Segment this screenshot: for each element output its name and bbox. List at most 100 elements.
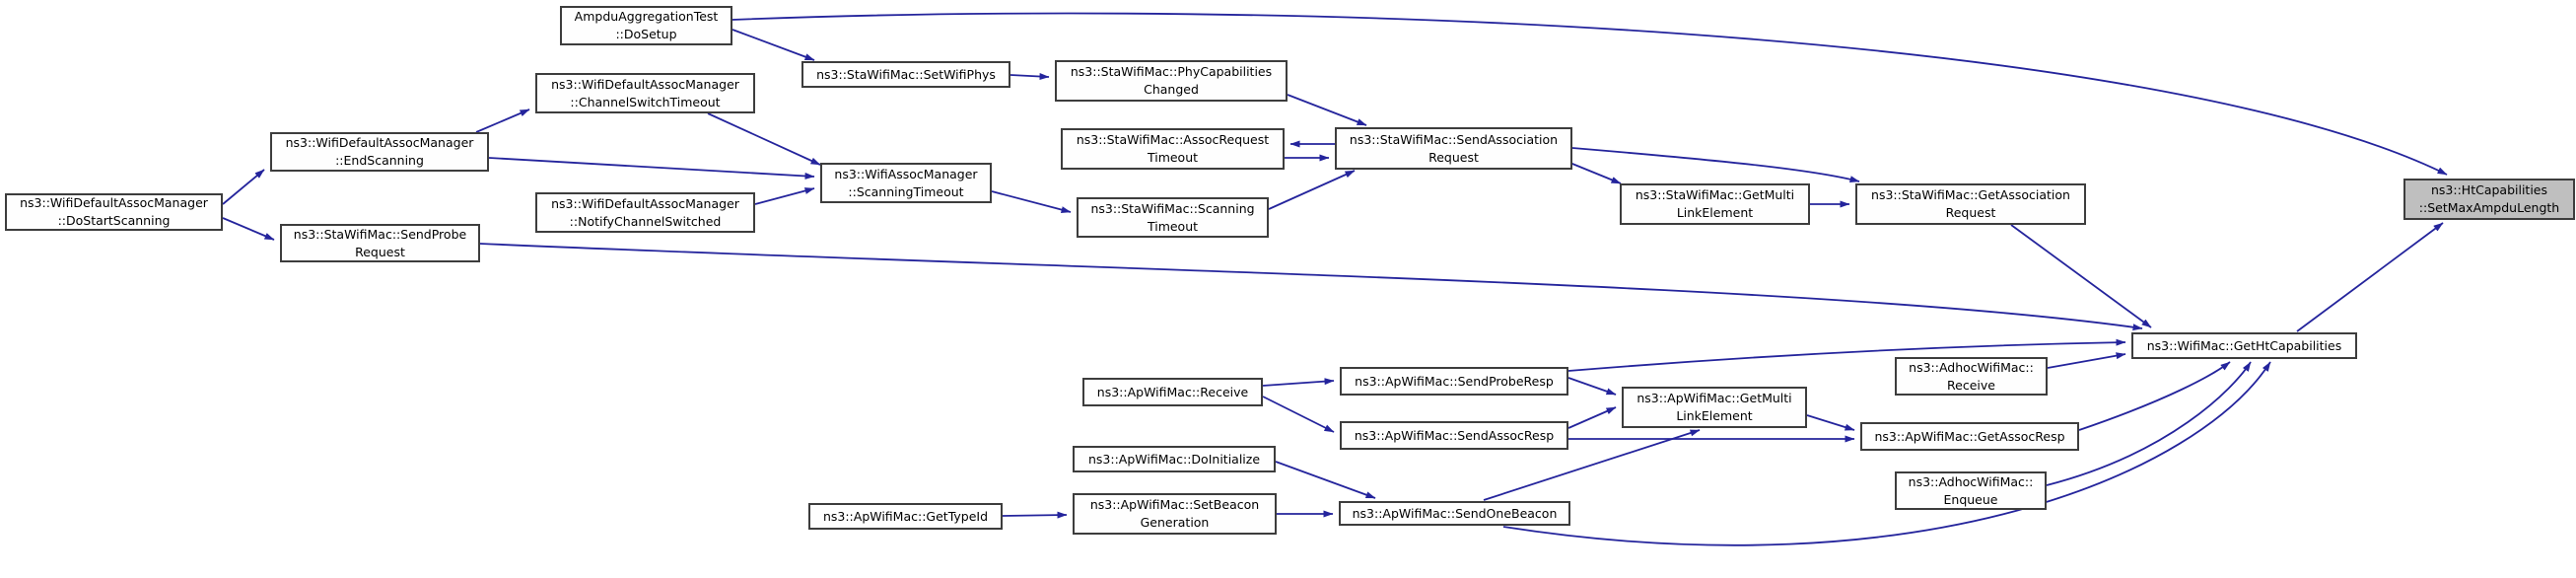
graph-node-label-line: Timeout [1147, 150, 1199, 165]
graph-node-label-line: ns3::WifiDefaultAssocManager [551, 76, 739, 92]
edge-sta-send-association-request--to--sta-get-association-request [1571, 147, 1860, 182]
graph-node-ap-send-assoc-resp[interactable]: ns3::ApWifiMac::SendAssocResp [1340, 421, 1568, 450]
graph-node-label-line: ::NotifyChannelSwitched [569, 213, 722, 229]
graph-node-wdam-channel-switch-timeout[interactable]: ns3::WifiDefaultAssocManager::ChannelSwi… [535, 73, 755, 113]
edge-ap-receive--to--ap-send-probe-resp [1262, 378, 1335, 387]
graph-node-ap-send-one-beacon[interactable]: ns3::ApWifiMac::SendOneBeacon [1339, 501, 1570, 526]
edge-ap-get-type-id--to--ap-set-beacon-generation [1002, 511, 1068, 519]
edge-ap-do-initialize--to--ap-send-one-beacon [1275, 461, 1376, 499]
edge-ap-get-multi-link-element--to--ap-get-assoc-resp [1806, 414, 1855, 431]
graph-node-label-line: Generation [1140, 515, 1210, 530]
graph-node-label-line: ns3::ApWifiMac::DoInitialize [1087, 451, 1261, 467]
edge-wdam-do-start-scanning--to--sta-send-probe-request [222, 217, 275, 241]
edge-sta-send-association-request--to--sta-get-multi-link-element [1566, 161, 1622, 184]
graph-node-label-line: ns3::WifiDefaultAssocManager [285, 135, 474, 150]
graph-node-label-line: Changed [1144, 82, 1199, 97]
edge-ampdu-aggregation-test-do-setup--to--ht-set-max-ampdu-length [731, 12, 2448, 176]
graph-node-ap-receive[interactable]: ns3::ApWifiMac::Receive [1082, 378, 1263, 406]
graph-node-label-line: ns3::WifiMac::GetHtCapabilities [2146, 337, 2342, 353]
graph-node-label-line: ::ChannelSwitchTimeout [570, 94, 721, 109]
graph-node-label-line: Timeout [1147, 218, 1199, 234]
edge-ap-receive--to--ap-send-assoc-resp [1262, 396, 1335, 433]
graph-node-ampdu-aggregation-test-do-setup[interactable]: AmpduAggregationTest::DoSetup [560, 6, 732, 45]
graph-node-label-line: LinkElement [1676, 408, 1753, 423]
graph-node-label-line: ns3::AdhocWifiMac:: [1909, 359, 2034, 375]
edge-adhoc-enqueue--to--wifimac-get-ht-capabilities [2046, 361, 2252, 486]
edge-sta-scanning-timeout--to--sta-send-association-request [1268, 170, 1356, 210]
graph-node-label-line: ns3::ApWifiMac::SendProbeResp [1355, 373, 1554, 389]
graph-node-label-line: ::EndScanning [335, 153, 424, 168]
graph-node-label-line: Receive [1947, 377, 1995, 393]
graph-node-wifimac-get-ht-capabilities[interactable]: ns3::WifiMac::GetHtCapabilities [2131, 332, 2357, 359]
edge-ap-send-one-beacon--to--ap-get-multi-link-element [1483, 429, 1701, 501]
graph-node-label-line: Request [355, 244, 405, 259]
graph-node-label-line: ns3::StaWifiMac::SendProbe [293, 226, 467, 242]
graph-node-ap-get-assoc-resp[interactable]: ns3::ApWifiMac::GetAssocResp [1860, 422, 2079, 451]
graph-node-label-line: Request [1428, 149, 1479, 165]
graph-node-label-line: ns3::StaWifiMac::GetMulti [1635, 187, 1795, 202]
edge-ap-send-probe-resp--to--wifimac-get-ht-capabilities [1567, 338, 2126, 372]
graph-node-ap-do-initialize[interactable]: ns3::ApWifiMac::DoInitialize [1073, 446, 1276, 472]
graph-node-label-line: ns3::WifiDefaultAssocManager [20, 195, 208, 210]
edge-adhoc-receive--to--wifimac-get-ht-capabilities [2047, 352, 2126, 369]
graph-node-label-line: AmpduAggregationTest [574, 9, 719, 24]
graph-node-ap-get-type-id[interactable]: ns3::ApWifiMac::GetTypeId [808, 503, 1003, 530]
graph-node-label-line: ::DoStartScanning [57, 213, 171, 228]
graph-node-label-line: ns3::ApWifiMac::Receive [1096, 384, 1249, 399]
graph-node-label-line: ns3::AdhocWifiMac:: [1908, 473, 2034, 489]
graph-node-label-line: ::DoSetup [615, 27, 677, 41]
edge-wdam-notify-channel-switched--to--wam-scanning-timeout [754, 187, 815, 205]
graph-node-label-line: ns3::StaWifiMac::Scanning [1090, 200, 1255, 216]
graph-node-label-line: LinkElement [1676, 205, 1754, 220]
graph-node-label-line: ns3::ApWifiMac::GetTypeId [822, 508, 989, 524]
edge-sta-send-probe-request--to--wifimac-get-ht-capabilities [479, 243, 2143, 331]
graph-node-label-line: ns3::WifiDefaultAssocManager [551, 195, 739, 211]
graph-node-wam-scanning-timeout[interactable]: ns3::WifiAssocManager::ScanningTimeout [820, 163, 992, 203]
graph-node-label-line: Request [1945, 205, 1996, 220]
graph-node-label-line: ns3::ApWifiMac::SendAssocResp [1354, 427, 1555, 443]
graph-node-adhoc-receive[interactable]: ns3::AdhocWifiMac::Receive [1895, 357, 2048, 396]
graph-node-adhoc-enqueue[interactable]: ns3::AdhocWifiMac::Enqueue [1895, 471, 2047, 510]
edge-ampdu-aggregation-test-do-setup--to--sta-set-wifi-phys [731, 29, 815, 61]
graph-node-wdam-end-scanning[interactable]: ns3::WifiDefaultAssocManager::EndScannin… [270, 132, 489, 172]
graph-node-label-line: ns3::StaWifiMac::SetWifiPhys [816, 66, 996, 82]
edge-wam-scanning-timeout--to--sta-scanning-timeout [991, 190, 1072, 213]
graph-node-label-line: ns3::HtCapabilities [2430, 182, 2548, 197]
graph-node-label-line: ns3::StaWifiMac::PhyCapabilities [1070, 64, 1273, 79]
edge-ap-send-one-beacon--to--wifimac-get-ht-capabilities [1502, 361, 2271, 546]
edge-wifimac-get-ht-capabilities--to--ht-set-max-ampdu-length [2296, 222, 2444, 332]
edge-wdam-channel-switch-timeout--to--wam-scanning-timeout [707, 112, 821, 166]
edge-ap-send-assoc-resp--to--ap-get-multi-link-element [1567, 406, 1617, 429]
edge-wdam-do-start-scanning--to--wdam-end-scanning [222, 169, 265, 205]
graph-node-label-line: Enqueue [1943, 491, 1998, 507]
edge-sta-get-association-request--to--wifimac-get-ht-capabilities [2010, 224, 2152, 328]
graph-node-ht-set-max-ampdu-length: ns3::HtCapabilities::SetMaxAmpduLength [2403, 179, 2575, 220]
graph-node-label-line: ns3::ApWifiMac::GetAssocResp [1874, 428, 2065, 444]
graph-node-wdam-notify-channel-switched[interactable]: ns3::WifiDefaultAssocManager::NotifyChan… [535, 192, 755, 233]
graph-node-wdam-do-start-scanning[interactable]: ns3::WifiDefaultAssocManager::DoStartSca… [5, 193, 223, 231]
graph-node-label-line: ns3::StaWifiMac::SendAssociation [1349, 131, 1559, 147]
edge-sta-phy-capabilities-changed--to--sta-send-association-request [1287, 94, 1367, 126]
edge-wdam-end-scanning--to--wdam-channel-switch-timeout [475, 108, 530, 133]
graph-node-label-line: ns3::WifiAssocManager [834, 166, 978, 181]
graph-node-ap-send-probe-resp[interactable]: ns3::ApWifiMac::SendProbeResp [1340, 367, 1568, 396]
graph-node-label-line: ns3::ApWifiMac::SetBeacon [1089, 497, 1260, 512]
graph-node-label-line: ns3::StaWifiMac::GetAssociation [1871, 187, 2070, 202]
graph-node-label-line: ns3::StaWifiMac::AssocRequest [1076, 132, 1270, 147]
edge-wdam-end-scanning--to--wam-scanning-timeout [488, 157, 815, 180]
edge-ap-send-probe-resp--to--ap-get-multi-link-element [1567, 377, 1617, 396]
graph-node-label-line: ::ScanningTimeout [848, 183, 964, 199]
graph-node-sta-set-wifi-phys[interactable]: ns3::StaWifiMac::SetWifiPhys [801, 61, 1010, 88]
edge-ap-get-assoc-resp--to--wifimac-get-ht-capabilities [2078, 361, 2231, 431]
